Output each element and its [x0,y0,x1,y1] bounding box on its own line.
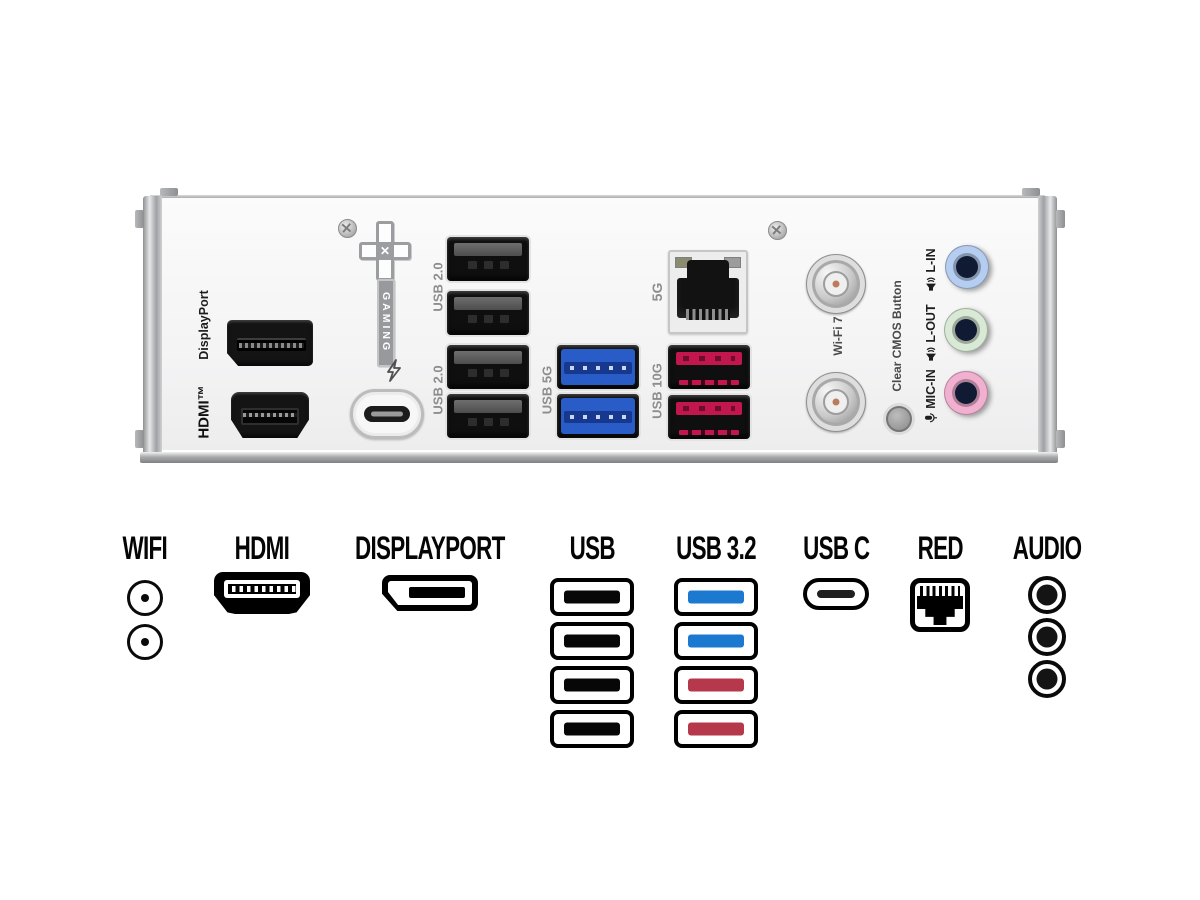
legend-red: RED [890,532,990,632]
usb-c-icon [803,578,869,610]
usb-a-icon [550,666,634,704]
usb-a-icon-blue [674,578,758,616]
shield-tab [135,430,144,448]
screw-icon [338,219,357,238]
displayport-label: DisplayPort [197,290,211,360]
audio-jack-icon [1028,618,1066,656]
shield-tab [1056,210,1065,228]
usb-a-icon [550,710,634,748]
legend-wifi-label: WIFI [122,530,168,566]
gaming-logo: GAMING [377,279,395,367]
legend-displayport-label: DISPLAYPORT [355,530,505,566]
io-shield-frame-left [143,196,162,456]
legend-audio: AUDIO [997,532,1097,698]
wifi7-label: Wi-Fi 7 [831,316,845,356]
usb-10g-port [668,395,750,439]
usb-a-icon-red [674,666,758,704]
legend-usb-label: USB [569,530,615,566]
usb-a-icon-red [674,710,758,748]
line-out-jack [944,308,988,352]
mic-in-label: MIC-IN [924,369,938,423]
clear-cmos-label: Clear CMOS Button [890,280,904,392]
hdmi-port [231,392,309,438]
speaker-icon [926,347,936,361]
io-shield-frame-bottom [140,452,1058,463]
usb-5g-port [557,394,639,438]
lightning-icon [387,359,401,382]
mic-in-jack [944,371,988,415]
shield-tab [160,188,178,196]
legend-audio-label: AUDIO [1012,530,1082,566]
speaker-icon [926,277,936,291]
antenna-connector-icon [127,624,163,660]
usb2-bottom-label: USB 2.0 [430,365,446,415]
clear-cmos-button [886,406,912,432]
antenna-connector-icon [127,580,163,616]
shield-tab [135,210,144,228]
lan-5g-label: 5G [649,282,665,302]
screw-icon [768,221,787,240]
gaming-dpad-icon: ✕ [359,221,411,281]
legend-usb: USB [542,532,642,748]
hdmi-label: HDMI™ [195,385,213,439]
legend-usb32: USB 3.2 [666,532,766,748]
usb5g-label: USB 5G [539,365,555,415]
usb10g-label: USB 10G [649,363,665,419]
io-shield-frame-right [1038,196,1057,456]
usb2-port [447,345,529,389]
line-out-label: L-OUT [924,304,938,361]
ethernet-icon [910,578,970,632]
line-in-jack [945,245,989,289]
wifi-antenna-connector [806,372,866,432]
legend-displayport: DISPLAYPORT [350,532,510,611]
usb2-port [447,394,529,438]
usb2-port [447,237,529,281]
shield-tab [1022,188,1040,196]
displayport-port [227,320,313,366]
legend-hdmi-label: HDMI [234,530,290,566]
legend-usbc-label: USB C [802,530,870,566]
legend-usb32-label: USB 3.2 [676,530,756,566]
io-shield-frame-top [150,195,1045,198]
legend-hdmi: HDMI [212,532,312,614]
usb-5g-port [557,345,639,389]
wifi-antenna-connector [806,254,866,314]
ethernet-port [668,250,748,334]
legend-usbc: USB C [786,532,886,610]
usb-c-port [350,389,424,439]
audio-jack-icon [1028,576,1066,614]
hdmi-icon [214,572,310,614]
usb2-top-label: USB 2.0 [430,262,446,312]
audio-jack-icon [1028,660,1066,698]
mic-icon [925,413,937,423]
legend-red-label: RED [917,530,963,566]
displayport-icon [382,575,478,611]
usb2-port [447,291,529,335]
usb-a-icon [550,578,634,616]
usb-10g-port [668,345,750,389]
line-in-label: L-IN [924,248,938,291]
legend-wifi: WIFI [95,532,195,660]
usb-a-icon-blue [674,622,758,660]
shield-tab [1056,430,1065,448]
usb-a-icon [550,622,634,660]
